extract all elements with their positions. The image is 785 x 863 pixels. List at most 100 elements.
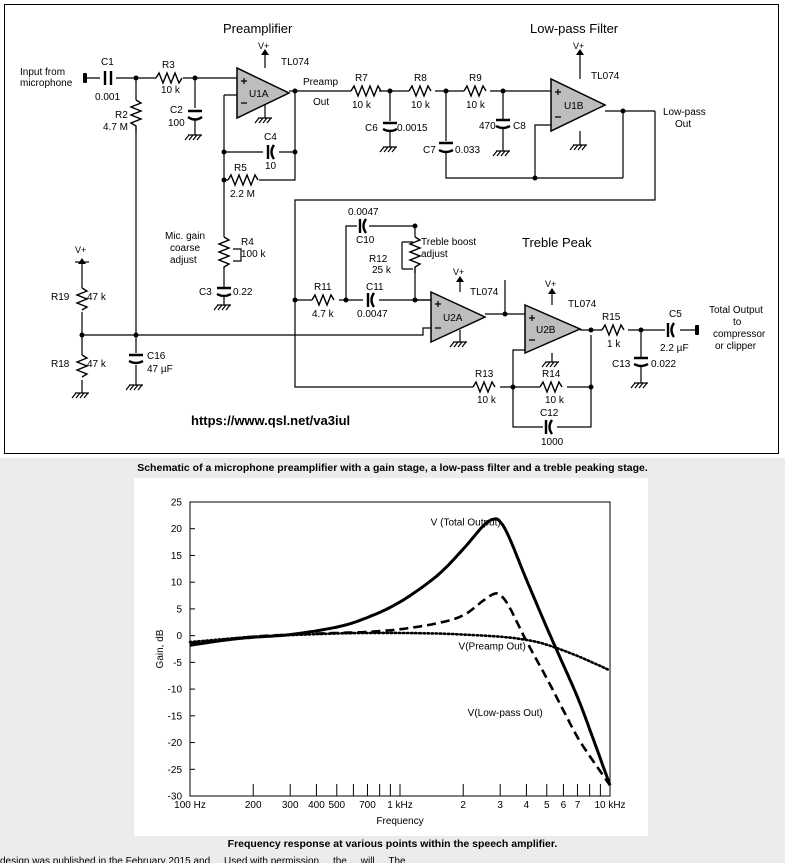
y-tick-label: -20 (168, 738, 183, 749)
component-label: C3 (199, 287, 212, 298)
component-label: 25 k (372, 265, 392, 276)
schematic-element (221, 177, 227, 183)
component-label: adjust (421, 249, 448, 260)
component-label: C8 (513, 121, 526, 132)
component-label: V+ (573, 41, 584, 51)
c7-cap (438, 141, 454, 154)
r8-resistor (408, 84, 432, 98)
title-preamplifier: Preamplifier (223, 21, 293, 36)
component-label: Mic. gain (165, 231, 205, 242)
component-label: 0.0015 (397, 123, 428, 134)
schematic-element (292, 88, 298, 94)
c13-cap (633, 356, 649, 368)
schematic-element (221, 149, 227, 155)
schematic-element (620, 108, 626, 114)
component-label: TL074 (568, 299, 597, 310)
r7-resistor (350, 84, 382, 98)
schematic-element (223, 94, 237, 234)
schematic-element (576, 49, 584, 55)
component-label: C2 (170, 105, 183, 116)
component-label: R12 (369, 254, 388, 265)
component-label: 47 k (87, 359, 107, 370)
series-annotation: V(Low-pass Out) (468, 708, 543, 719)
component-label: 10 k (545, 395, 565, 406)
gnd-c16 (125, 384, 143, 391)
schematic-element (261, 49, 269, 55)
r12-pot (408, 236, 422, 273)
y-tick-label: -10 (168, 685, 183, 696)
gnd-u2b (541, 361, 559, 368)
schematic-diagram: Preamplifier Low-pass Filter Treble Peak… (20, 21, 766, 448)
component-label: R14 (542, 369, 561, 380)
component-label: 0.22 (233, 287, 253, 298)
component-label: 100 k (241, 249, 266, 260)
schematic-element (529, 315, 535, 341)
component-label: V+ (258, 41, 269, 51)
component-label: R9 (469, 73, 482, 84)
series-line-dotted (188, 631, 612, 672)
schematic-element (502, 311, 508, 317)
x-tick-label: 100 Hz (174, 800, 206, 811)
component-label: C10 (356, 235, 375, 246)
component-label: or clipper (715, 341, 757, 352)
schematic-element (292, 149, 298, 155)
component-label: Input from (20, 67, 65, 78)
c4-cap (266, 144, 276, 160)
chart-caption: Frequency response at various points wit… (227, 838, 558, 850)
x-axis-label: Frequency (376, 816, 423, 827)
schematic-element (264, 53, 581, 305)
component-label: 4.7 M (103, 122, 128, 133)
component-label: C11 (366, 282, 384, 293)
series-line-dashed (189, 591, 612, 787)
schematic-element (695, 325, 699, 335)
schematic-element (264, 105, 581, 362)
r11-resistor (311, 293, 335, 307)
schematic-element (133, 75, 139, 81)
component-label: 470 (479, 121, 496, 132)
component-label: Preamp (303, 77, 338, 88)
series-annotation: V(Preamp Out) (459, 642, 526, 653)
schematic-element (387, 88, 393, 94)
gnd-c2 (184, 134, 202, 141)
schematic-element (555, 89, 561, 118)
schematic-element (192, 75, 198, 81)
x-tick-label: 1 kHz (387, 800, 413, 811)
u2a-opamp (430, 290, 487, 344)
component-label: 47 k (87, 292, 107, 303)
schematic-element (83, 73, 87, 83)
schematic-element (412, 297, 418, 303)
component-label: TL074 (591, 71, 620, 82)
schematic-element (548, 288, 556, 294)
c8-cap (495, 118, 511, 130)
c12-cap (544, 419, 554, 435)
component-label: V+ (545, 279, 556, 289)
x-tick-label: 2 (460, 800, 466, 811)
x-tick-label: 6 (561, 800, 567, 811)
r2-resistor (129, 99, 143, 132)
component-label: 100 (168, 118, 185, 129)
gnd-c3 (213, 304, 231, 311)
component-label: U2B (536, 325, 556, 336)
component-label: compressor (713, 329, 766, 340)
schematic-element (445, 91, 623, 179)
y-tick-label: -30 (168, 792, 183, 803)
component-label: 4.7 k (312, 309, 335, 320)
schematic-element (532, 175, 538, 181)
component-label: 2.2 µF (660, 343, 689, 354)
component-label: 47 µF (147, 364, 173, 375)
component-label: C6 (365, 123, 378, 134)
y-tick-label: -5 (173, 658, 182, 669)
component-label: R3 (162, 60, 175, 71)
gnd-c6 (379, 146, 397, 153)
schematic-element (78, 258, 86, 264)
component-label: R5 (234, 163, 247, 174)
schematic-element (588, 384, 594, 390)
component-label: 10 k (352, 100, 372, 111)
c6-cap (382, 121, 398, 133)
schematic-element (534, 124, 551, 178)
component-label: C7 (423, 145, 436, 156)
x-tick-label: 500 (328, 800, 345, 811)
schematic-element (638, 327, 644, 333)
component-label: R2 (115, 110, 128, 121)
component-label: R18 (51, 359, 70, 370)
